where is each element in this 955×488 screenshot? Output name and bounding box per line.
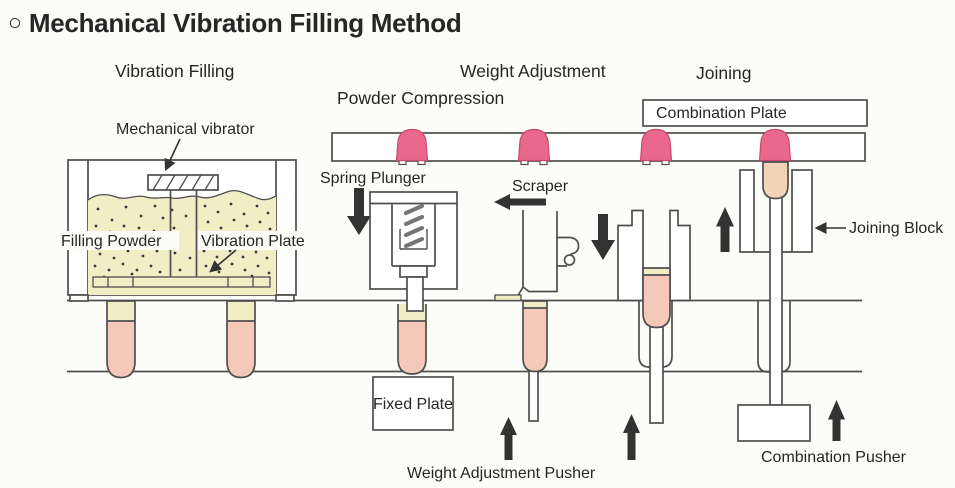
mechanical-vibrator-pointer-arrow-icon [164,138,181,172]
label-filling-powder: Filling Powder [61,233,162,250]
page-title: ○ Mechanical Vibration Filling Method [8,8,462,39]
circle-bullet-icon: ○ [8,9,22,35]
product-head [639,128,673,166]
left-arrow-icon [494,194,546,210]
scraper-blade [515,210,524,300]
page-title-text: Mechanical Vibration Filling Method [28,8,462,38]
vibration-filling-station: Mechanical vibrator Filling Powder Vibra… [58,121,321,379]
label-fixed-plate: Fixed Plate [373,396,453,413]
combination-pusher-rod [769,195,783,406]
vibration-plate-pointer-arrow-icon [209,249,237,273]
down-arrow-icon [591,214,615,260]
scraper-spring-clip [557,236,580,267]
label-combination-pusher: Combination Pusher [761,449,907,466]
filling-powder-fill [88,190,276,287]
mechanical-vibrator [147,174,219,191]
weight-adjustment-station: Weight Adjustment Pusher [407,209,691,482]
lifted-tube [642,267,671,329]
plunger-rod [406,276,424,312]
pusher-rod [528,370,539,422]
scraper-station: Scraper [494,178,580,422]
label-weight-adjustment-pusher: Weight Adjustment Pusher [407,465,596,482]
filled-tube [226,300,256,379]
combination-pusher-box [737,404,811,442]
pusher-rod [649,326,664,424]
fixed-plate-box [372,376,454,431]
label-joining-block: Joining Block [849,220,944,237]
up-arrow-icon [623,414,640,460]
stage-vibration-filling: Vibration Filling [115,61,234,81]
spring-coil [403,203,425,249]
product-head [758,128,792,162]
label-combination-plate: Combination Plate [656,105,787,122]
label-spring-plunger: Spring Plunger [320,170,427,187]
combination-plate-box [642,99,868,127]
product-head [517,128,551,166]
label-scraper: Scraper [512,178,569,195]
stage-powder-compression: Powder Compression [337,88,504,108]
joining-block [739,169,755,253]
up-arrow-icon [828,400,845,441]
tube-being-scraped [522,300,548,373]
conveyor-plate-lines [67,299,862,373]
product-heads [395,128,792,166]
joining-block [791,169,813,253]
stage-joining: Joining [696,63,751,83]
up-arrow-icon [716,207,734,252]
filled-tube [106,300,136,379]
powder-compression-station: Spring Plunger Fixed Plate [320,170,458,431]
vibration-plate [92,276,271,288]
scraper-body [522,211,558,293]
product-head [395,128,429,166]
joined-tube [762,161,789,200]
joining-station: Combination Pusher Joining Block [716,161,944,466]
stage-weight-adjustment: Weight Adjustment [460,61,606,81]
press-block [617,209,644,302]
scraped-powder [494,294,522,302]
up-arrow-icon [500,417,517,460]
label-mechanical-vibrator: Mechanical vibrator [116,121,255,138]
label-vibration-plate: Vibration Plate [201,233,305,250]
tube-under-plunger [397,276,427,375]
press-block [669,209,691,302]
down-arrow-icon [347,188,371,235]
